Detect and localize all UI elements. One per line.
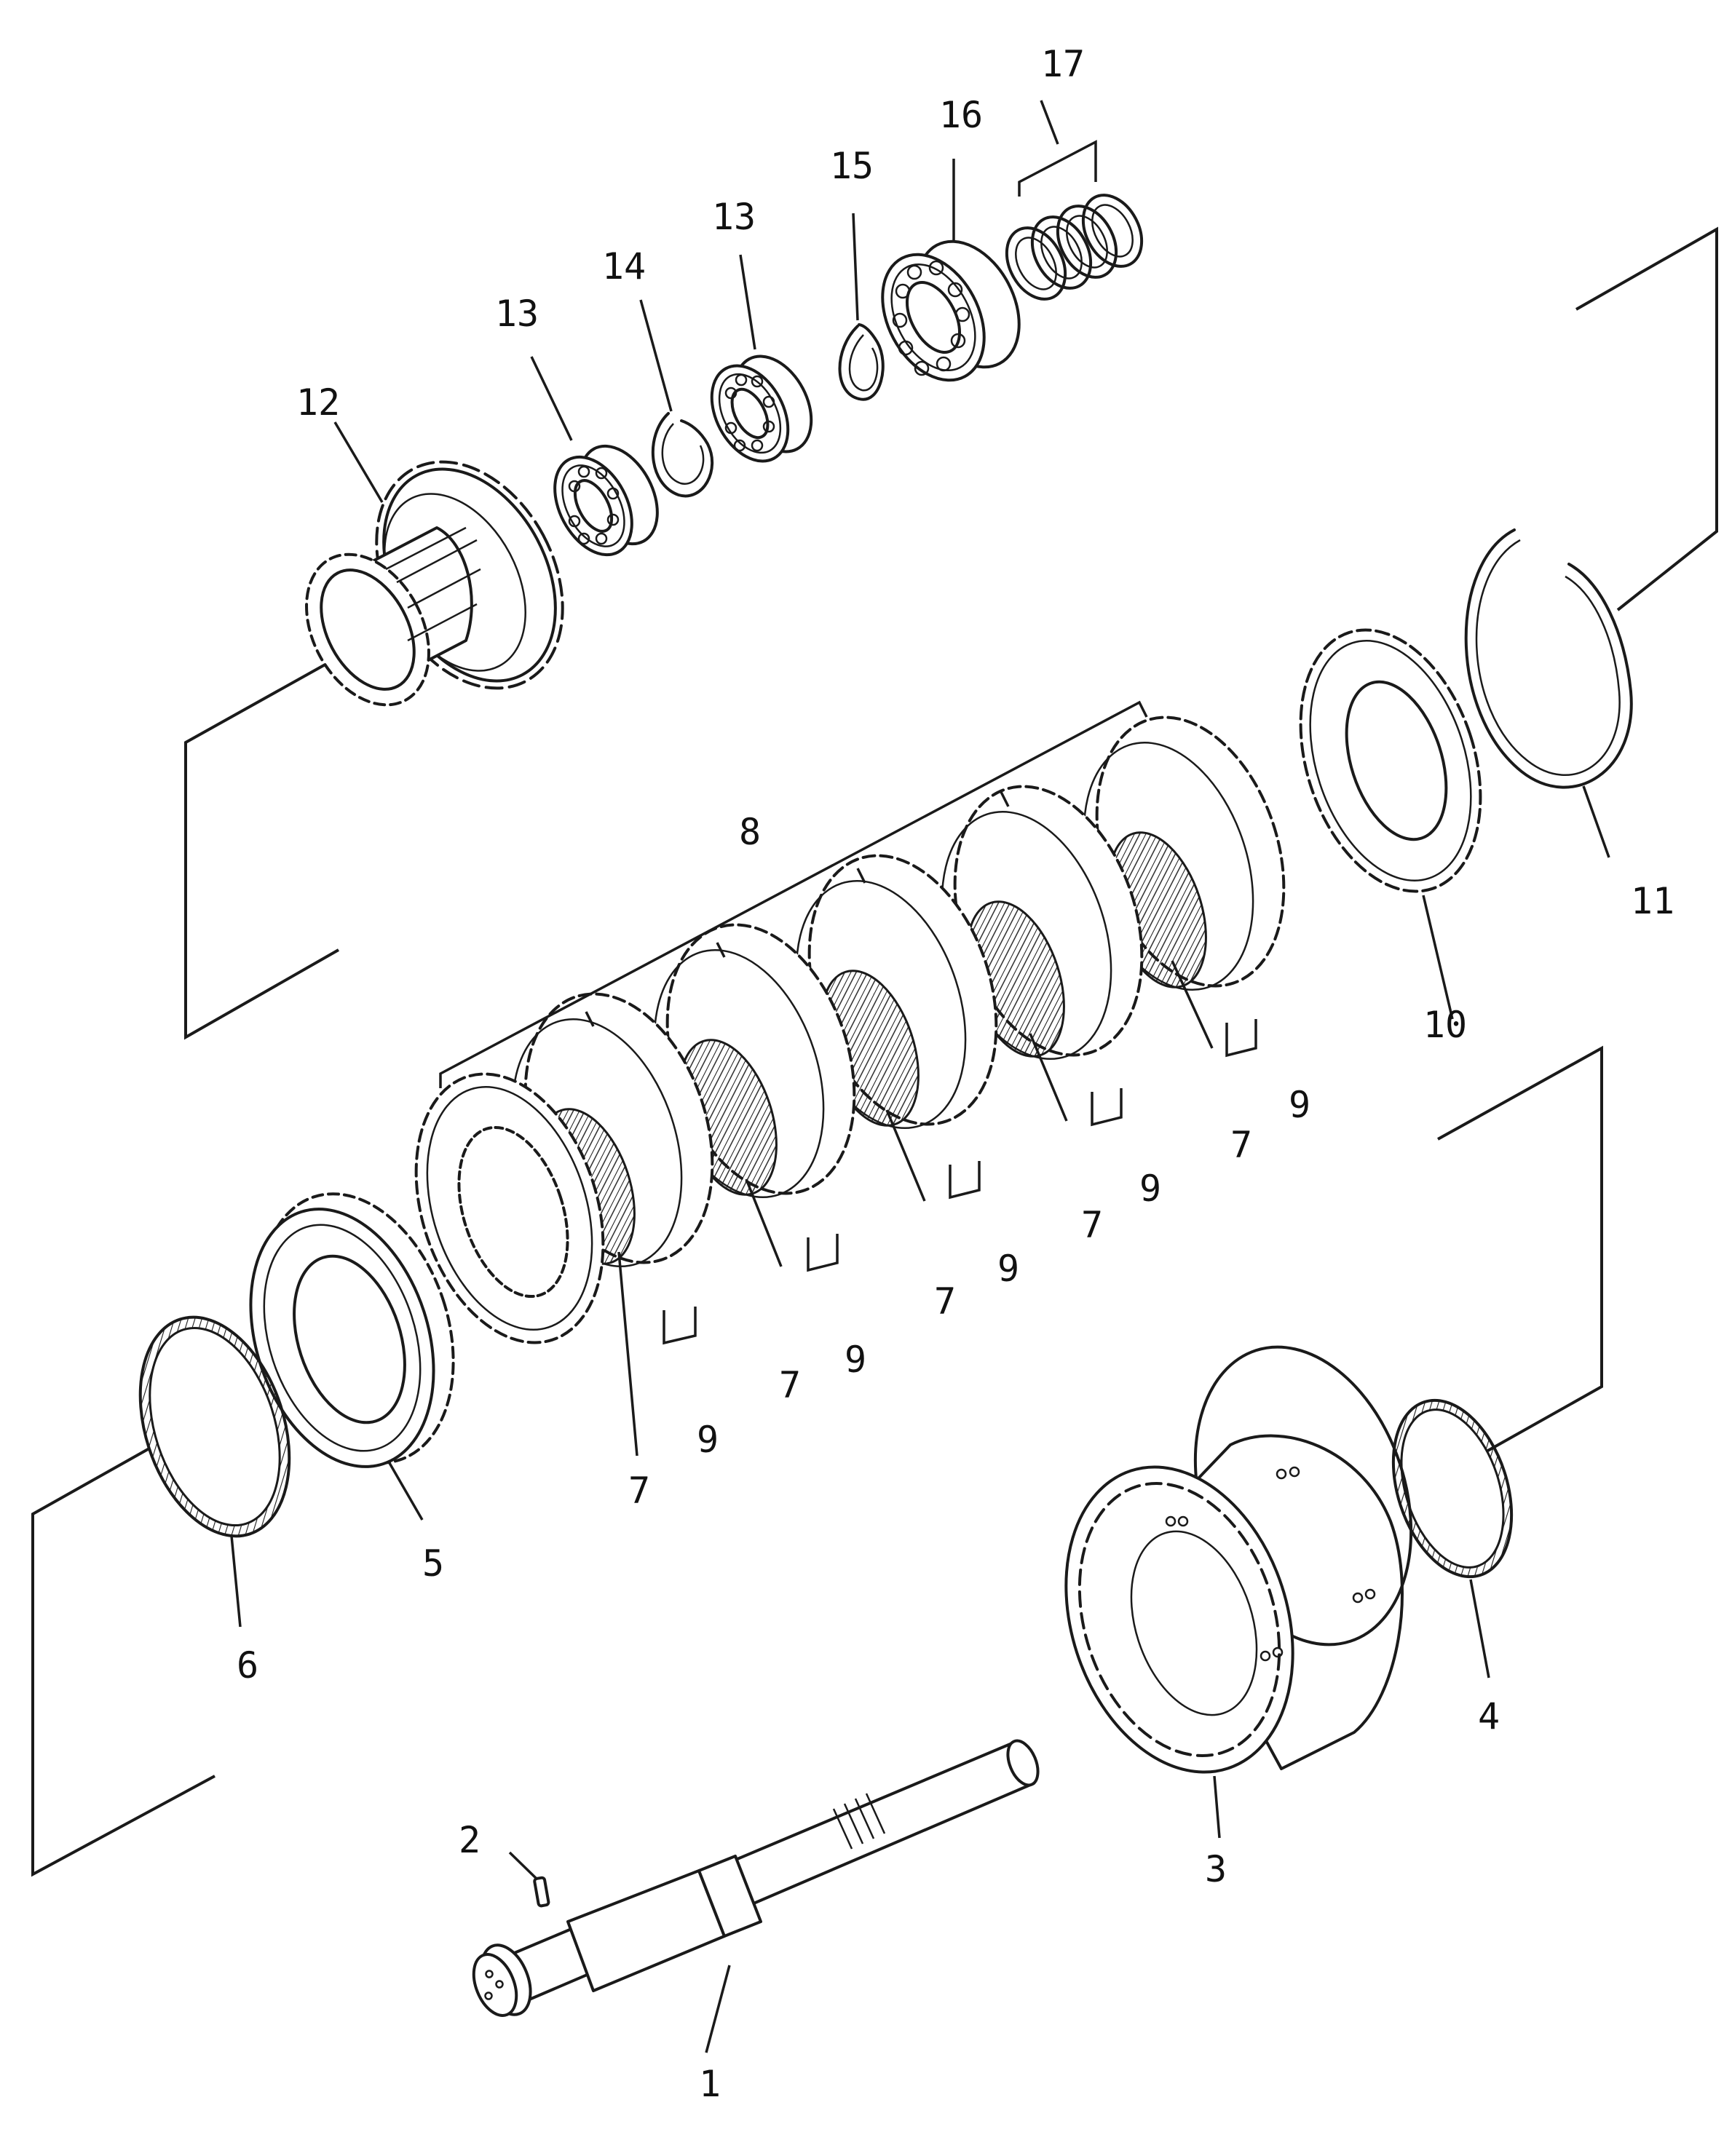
callout-7e: 7 xyxy=(1230,1124,1252,1166)
callout-7a: 7 xyxy=(628,1470,650,1512)
part-13-upper-bearing xyxy=(710,354,813,463)
callout-7b: 7 xyxy=(779,1364,801,1406)
callout-6: 6 xyxy=(237,1644,258,1687)
callout-3: 3 xyxy=(1205,1848,1227,1890)
part-3-clutch-drum xyxy=(1064,1345,1413,1774)
part-17-bracket xyxy=(1018,140,1097,197)
clutch-pack xyxy=(414,716,1286,1344)
part-10-end-plate xyxy=(1299,628,1482,893)
part-11-large-snap-ring xyxy=(1464,528,1633,789)
part-15-snap-ring xyxy=(838,323,885,401)
callout-11: 11 xyxy=(1631,880,1674,922)
callout-10: 10 xyxy=(1423,1004,1467,1046)
part-9-brackets xyxy=(663,1019,1257,1345)
callout-7d: 7 xyxy=(1081,1204,1103,1246)
part-13-lower-bearing xyxy=(553,444,659,557)
part-1-shaft xyxy=(472,1739,1040,2017)
callout-5: 5 xyxy=(422,1542,444,1585)
callout-8: 8 xyxy=(739,811,761,853)
part-6-thin-ring xyxy=(138,1315,291,1538)
callout-16: 16 xyxy=(939,94,983,136)
callout-9a: 9 xyxy=(697,1419,719,1461)
callout-13a: 13 xyxy=(712,196,756,238)
callout-4: 4 xyxy=(1478,1695,1500,1737)
callout-9e: 9 xyxy=(1289,1084,1310,1126)
part-17-spacer-rings xyxy=(1005,194,1144,301)
callout-9d: 9 xyxy=(1139,1168,1161,1210)
assembly-frame-lines xyxy=(31,226,1718,1877)
callout-13b: 13 xyxy=(495,293,539,335)
callout-labels: 1 2 3 4 5 6 7 7 7 7 7 7 8 9 9 9 9 9 9 10… xyxy=(237,43,1674,2105)
callout-1: 1 xyxy=(699,2063,721,2105)
callout-7c: 7 xyxy=(934,1280,956,1323)
callout-2: 2 xyxy=(459,1819,481,1861)
callout-15: 15 xyxy=(830,145,874,187)
part-3-oil-holes xyxy=(1165,1466,1376,1662)
callout-12: 12 xyxy=(296,381,340,424)
part-2-pin xyxy=(533,1876,550,1908)
callout-14: 14 xyxy=(602,245,646,288)
part-8-bracket xyxy=(439,700,1148,1088)
part-14-snap-ring xyxy=(651,412,714,498)
part-4-thin-ring xyxy=(1391,1398,1514,1579)
callout-9b: 9 xyxy=(845,1339,866,1381)
leader-lines xyxy=(230,100,1610,2053)
part-12-gear-hub xyxy=(305,460,564,707)
callout-17: 17 xyxy=(1041,43,1085,85)
part-16-ball-bearing xyxy=(881,239,1021,382)
callout-9c: 9 xyxy=(997,1248,1019,1290)
